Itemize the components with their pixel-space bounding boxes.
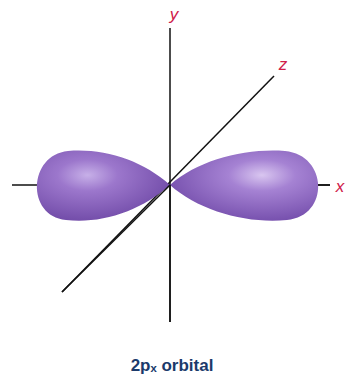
- axis-label: y: [170, 6, 179, 23]
- orbital-lobe: [37, 151, 170, 221]
- y-axis: [169, 185, 171, 322]
- axis-label: z: [279, 56, 288, 73]
- z-axis: [62, 185, 170, 292]
- caption: 2pₓ orbital: [131, 357, 214, 376]
- orbital-lobe: [170, 151, 318, 221]
- axis-label: x: [336, 178, 345, 195]
- x-axis: [318, 184, 330, 186]
- y-axis: [169, 28, 171, 322]
